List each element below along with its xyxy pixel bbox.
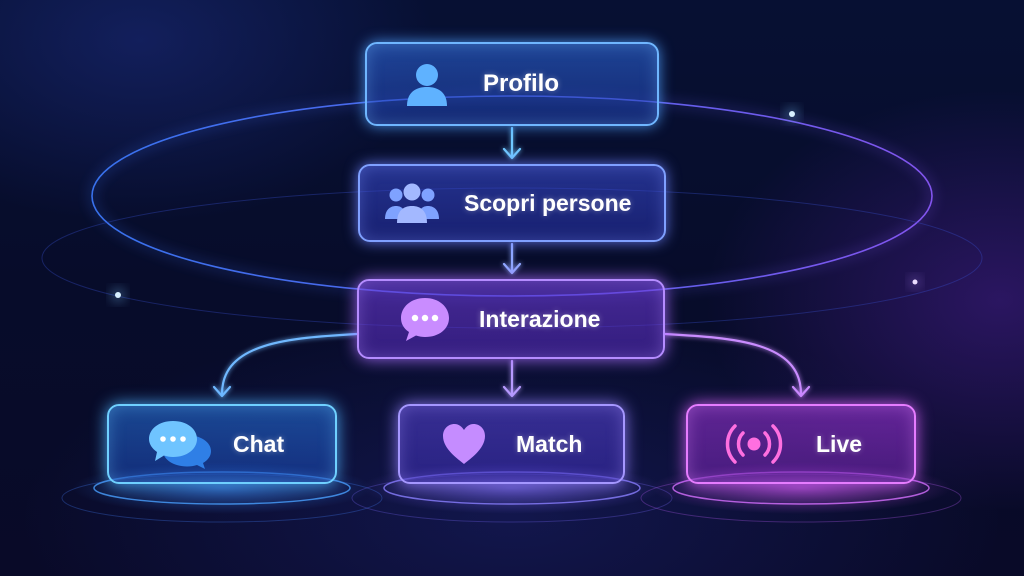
- node-label: Match: [516, 430, 583, 457]
- edge-interazione-live: [663, 332, 803, 396]
- user-icon: [403, 60, 451, 108]
- orbit-dots: [112, 108, 920, 301]
- people-group-icon: [384, 181, 440, 225]
- node-label: Scopri persone: [464, 189, 632, 216]
- node-match[interactable]: Match: [398, 404, 625, 484]
- node-label: Chat: [233, 430, 285, 457]
- live-broadcast-icon: [722, 422, 786, 466]
- node-interazione[interactable]: Interazione: [357, 279, 665, 359]
- node-chat[interactable]: Chat: [107, 404, 337, 484]
- edge-interazione-chat: [220, 332, 359, 396]
- node-scopri-persone[interactable]: Scopri persone: [358, 164, 666, 242]
- node-live[interactable]: Live: [686, 404, 916, 484]
- node-label: Live: [816, 430, 863, 457]
- chat-bubbles-icon: [147, 419, 213, 469]
- heart-icon: [440, 422, 488, 466]
- node-label: Profilo: [483, 70, 559, 97]
- node-label: Interazione: [479, 305, 601, 332]
- speech-bubble-dots-icon: [399, 295, 451, 343]
- node-profilo[interactable]: Profilo: [365, 42, 659, 126]
